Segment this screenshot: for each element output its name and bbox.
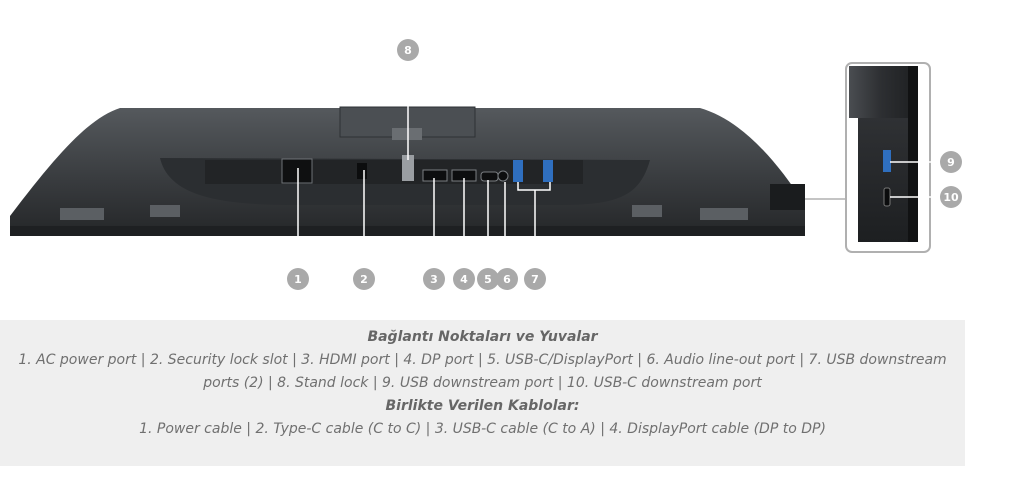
callout-9: 9: [940, 151, 962, 173]
figure-caption: Bağlantı Noktaları ve Yuvalar 1. AC powe…: [0, 320, 965, 466]
callout-7: 7: [524, 268, 546, 290]
callout-10: 10: [940, 186, 962, 208]
monitor-rear-illustration: 1 2 3 4 5 6 7 8: [10, 39, 962, 290]
side-port-inset: [805, 62, 931, 253]
callout-1: 1: [287, 268, 309, 290]
monitor-rear-figure: 1 2 3 4 5 6 7 8: [10, 39, 962, 290]
monitor-body: [10, 106, 805, 236]
callout-leaders: [297, 60, 941, 268]
callout-2: 2: [353, 268, 375, 290]
callout-label: 4: [460, 273, 468, 286]
callout-label: 7: [531, 273, 539, 286]
callout-8: 8: [397, 39, 419, 61]
callout-3: 3: [423, 268, 445, 290]
callout-4: 4: [453, 268, 475, 290]
callout-label: 9: [947, 156, 955, 169]
callout-label: 2: [360, 273, 368, 286]
callout-label: 5: [484, 273, 492, 286]
callout-6: 6: [496, 268, 518, 290]
ports-heading: Bağlantı Noktaları ve Yuvalar: [367, 329, 598, 345]
callout-label: 1: [294, 273, 302, 286]
cables-list: 1. Power cable | 2. Type-C cable (C to C…: [139, 421, 826, 437]
callout-label: 8: [404, 44, 412, 57]
callout-label: 6: [503, 273, 511, 286]
callout-label: 3: [430, 273, 438, 286]
callout-label: 10: [943, 191, 959, 204]
callout-5: 5: [477, 268, 499, 290]
ports-list: 1. AC power port | 2. Security lock slot…: [18, 352, 947, 391]
cables-heading: Birlikte Verilen Kablolar:: [385, 398, 580, 414]
